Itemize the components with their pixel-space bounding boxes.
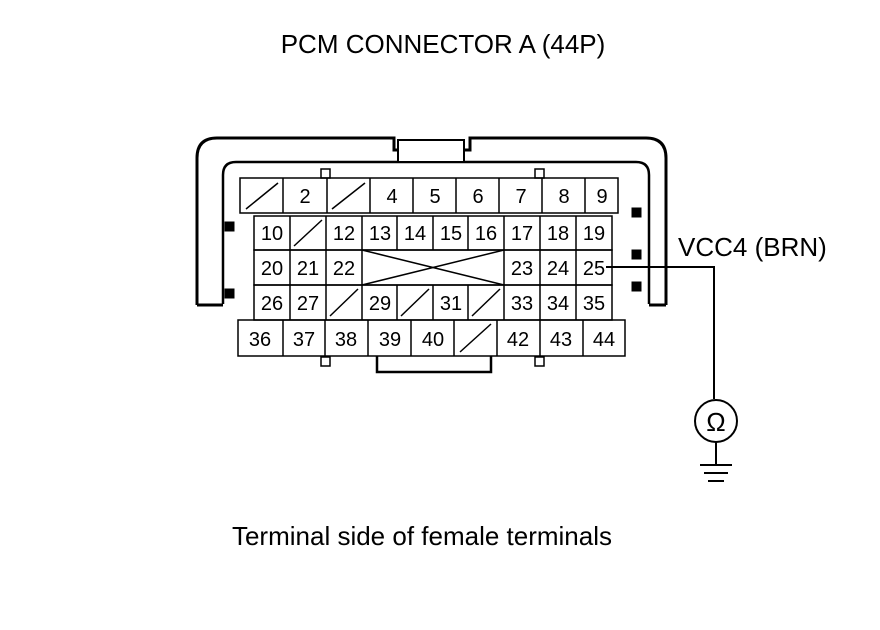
terminal-26: 26 xyxy=(261,293,283,315)
terminal-34: 34 xyxy=(547,293,569,315)
terminal-7: 7 xyxy=(515,186,526,208)
ohm-symbol: Ω xyxy=(706,407,725,437)
terminal-21: 21 xyxy=(297,258,319,280)
terminal-23: 23 xyxy=(511,258,533,280)
connector-housing xyxy=(195,136,668,374)
terminal-19: 19 xyxy=(583,223,605,245)
ground-icon xyxy=(700,442,732,482)
terminal-17: 17 xyxy=(511,223,533,245)
terminal-36: 36 xyxy=(249,329,271,351)
terminal-29: 29 xyxy=(369,293,391,315)
terminal-grid xyxy=(237,177,626,357)
terminal-25: 25 xyxy=(583,258,605,280)
terminal-2: 2 xyxy=(299,186,310,208)
terminal-22: 22 xyxy=(333,258,355,280)
terminal-27: 27 xyxy=(297,293,319,315)
ohmmeter-icon: Ω xyxy=(694,399,738,443)
terminal-10: 10 xyxy=(261,223,283,245)
probe-wire xyxy=(606,266,715,399)
terminal-38: 38 xyxy=(335,329,357,351)
terminal-4: 4 xyxy=(386,186,397,208)
terminal-35: 35 xyxy=(583,293,605,315)
diagram-title: PCM CONNECTOR A (44P) xyxy=(281,29,606,59)
terminal-labels: 2 4 5 6 7 8 9 10 12 13 14 15 16 17 18 19… xyxy=(249,186,615,351)
terminal-12: 12 xyxy=(333,223,355,245)
terminal-44: 44 xyxy=(593,329,615,351)
terminal-24: 24 xyxy=(547,258,569,280)
terminal-14: 14 xyxy=(404,223,426,245)
terminal-6: 6 xyxy=(472,186,483,208)
terminal-43: 43 xyxy=(550,329,572,351)
terminal-37: 37 xyxy=(293,329,315,351)
terminal-39: 39 xyxy=(379,329,401,351)
terminal-20: 20 xyxy=(261,258,283,280)
probe-label: VCC4 (BRN) xyxy=(678,232,827,262)
terminal-8: 8 xyxy=(558,186,569,208)
terminal-42: 42 xyxy=(507,329,529,351)
terminal-40: 40 xyxy=(422,329,444,351)
terminal-33: 33 xyxy=(511,293,533,315)
terminal-5: 5 xyxy=(429,186,440,208)
terminal-13: 13 xyxy=(369,223,391,245)
caption: Terminal side of female terminals xyxy=(232,521,612,551)
terminal-9: 9 xyxy=(596,186,607,208)
terminal-18: 18 xyxy=(547,223,569,245)
terminal-15: 15 xyxy=(440,223,462,245)
terminal-16: 16 xyxy=(475,223,497,245)
terminal-31: 31 xyxy=(440,293,462,315)
